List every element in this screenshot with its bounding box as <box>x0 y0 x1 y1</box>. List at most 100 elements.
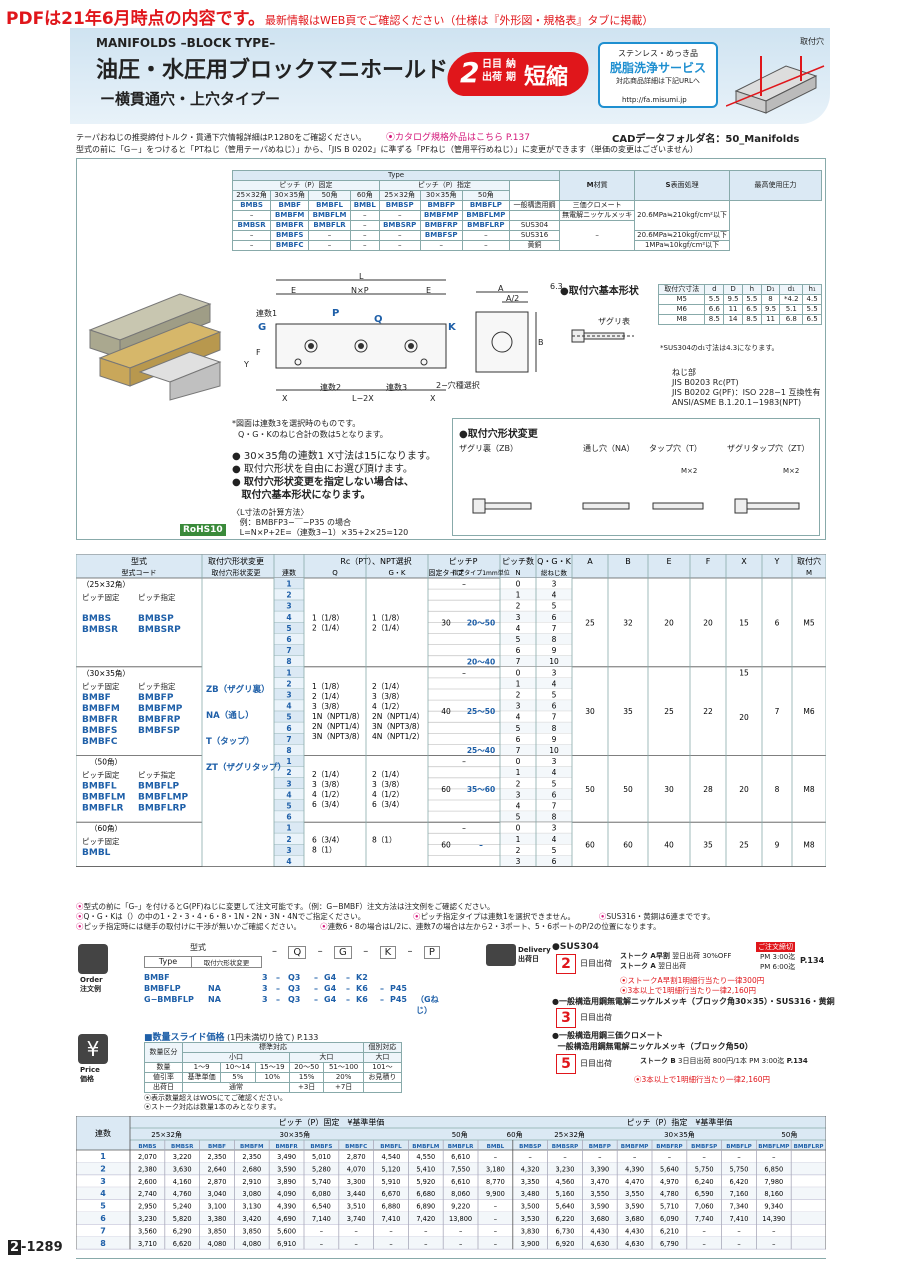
svc-line1: ステンレス・めっき品 <box>618 49 698 58</box>
spec-E: 30 <box>664 785 674 794</box>
spec-total: 8 <box>552 813 557 822</box>
delivery-page1[interactable]: P.134 <box>800 956 825 965</box>
spec-fill <box>274 722 304 734</box>
svc-url[interactable]: http://fa.misumi.jp <box>622 96 687 104</box>
price-cell: 3,590 <box>277 1165 296 1173</box>
spec-code: BMBL <box>82 848 111 858</box>
spec-total: 7 <box>552 713 557 722</box>
spec-q: 3（3/8） <box>312 702 344 711</box>
spec-renz: 2 <box>286 768 291 777</box>
type-code: – <box>231 230 272 241</box>
price-cell: 6,080 <box>312 1190 331 1198</box>
type-code: BMBL <box>349 200 380 211</box>
spec-renz: 1 <box>286 824 291 833</box>
price-cell: 6,880 <box>382 1203 401 1211</box>
price-cell: 9,340 <box>764 1203 783 1211</box>
spec-total: 9 <box>552 646 557 655</box>
material-cell: SUS316 <box>508 230 561 241</box>
spec-renz: 7 <box>286 735 291 744</box>
spec-fill <box>274 633 304 645</box>
hb-cell: 5.5 <box>704 294 725 305</box>
spec-Y: 8 <box>775 785 780 794</box>
catalog-link[interactable]: ⦿カタログ規格外品はこちら P.137 <box>386 133 530 143</box>
spec-N: 2 <box>516 846 521 855</box>
spec-spec: 35～60 <box>467 785 495 794</box>
surface-cell: – <box>559 220 636 251</box>
spec-total: 5 <box>552 602 557 611</box>
spec-Y: 6 <box>775 618 780 627</box>
price-cell: 2,600 <box>138 1178 157 1186</box>
bottom-rule <box>76 1258 826 1259</box>
spec-header: ピッチ数 <box>502 556 534 566</box>
price-cell: 4,630 <box>590 1240 609 1248</box>
price-cell: 4,070 <box>347 1165 366 1173</box>
spec-renz: 5 <box>286 624 291 633</box>
price-cell: 3,530 <box>521 1215 540 1223</box>
spec-fill <box>274 822 304 834</box>
spec-N: 5 <box>516 635 521 644</box>
spec-size: （30×35角） <box>82 668 130 678</box>
hole-basic-drawing <box>564 300 644 360</box>
spec-renz: 6 <box>286 635 291 644</box>
price-col-code: BMBSP <box>519 1144 541 1150</box>
spec-X1: 15 <box>739 668 749 677</box>
spec-code: BMBFMP <box>138 704 183 714</box>
price-cell: 4,430 <box>625 1227 644 1235</box>
order-token: G−BMBFLP <box>144 995 194 1004</box>
price-col-code: BMBFM <box>240 1144 264 1150</box>
spec-fill <box>274 666 304 678</box>
spec-fill <box>274 755 304 767</box>
price-cell: 6,590 <box>695 1190 714 1198</box>
hb-head-cell: h₁ <box>802 284 822 295</box>
hb-head-cell: d <box>704 284 725 295</box>
spec-B: 50 <box>623 785 633 794</box>
pressure-cell: 1MPa≒10kgf/cm²以下 <box>634 240 730 251</box>
price-fill <box>76 1187 826 1200</box>
hb-head-cell: h <box>741 284 762 295</box>
delivery-days-label5: 日目出荷 <box>580 1059 612 1068</box>
slide-cell: 1～9 <box>182 1062 222 1073</box>
spec-fill <box>274 578 304 590</box>
spec-q: 1（1/8） <box>312 613 344 622</box>
price-cell: 3,630 <box>173 1165 192 1173</box>
spec-renz: 8 <box>286 657 291 666</box>
hb-cell: 11 <box>760 314 781 325</box>
note-line2: 型式の前に「G－」をつけると「PTねじ（管用テーパめねじ）」から、「JIS B … <box>76 145 698 154</box>
price-cell: 3,220 <box>173 1153 192 1161</box>
type-code: – <box>231 240 272 251</box>
note-line1: テーパおねじの推奨締付トルク・貫通下穴情報詳細はP.1280をご確認ください。 <box>76 133 367 142</box>
cutoff-badge: ご注文締切 <box>756 942 795 952</box>
spec-total: 3 <box>552 668 557 677</box>
delivery-days-2: 2 <box>556 954 576 974</box>
price-cell: 13,800 <box>449 1215 472 1223</box>
surface-cell: 三価クロメート <box>559 200 636 211</box>
order-token: P45 <box>390 984 407 993</box>
price-cell: 7,740 <box>695 1215 714 1223</box>
price-cell: 6,220 <box>556 1215 575 1223</box>
price-cell: 4,430 <box>590 1227 609 1235</box>
spec-spec: – <box>479 840 483 849</box>
spec-fill <box>274 700 304 712</box>
price-size: 25×32角 <box>151 1130 182 1139</box>
price-col-code: BMBFS <box>310 1144 332 1150</box>
spec-N: 4 <box>516 802 521 811</box>
price-col-code: BMBL <box>487 1144 505 1150</box>
hb-head-cell: D <box>723 284 743 295</box>
price-cell: 4,690 <box>277 1215 296 1223</box>
price-cell: 3,590 <box>625 1203 644 1211</box>
price-cell: – <box>459 1227 462 1235</box>
spec-renz: 3 <box>286 846 291 855</box>
price-col-code: BMBFRP <box>656 1144 682 1150</box>
spec-X: 15 <box>739 618 749 627</box>
spec-total: 3 <box>552 757 557 766</box>
price-col-code: BMBFC <box>345 1144 367 1150</box>
spec-hole-opt: NA（通し） <box>206 710 254 721</box>
price-col-code: BMBFP <box>589 1144 611 1150</box>
spec-fixed-dash: – <box>462 668 466 677</box>
type-code: – <box>308 240 351 251</box>
price-cell: 7,410 <box>382 1215 401 1223</box>
stroke-a: ストーク A早割 翌日出荷 30%OFF ストーク A 翌日出荷 <box>620 952 732 970</box>
